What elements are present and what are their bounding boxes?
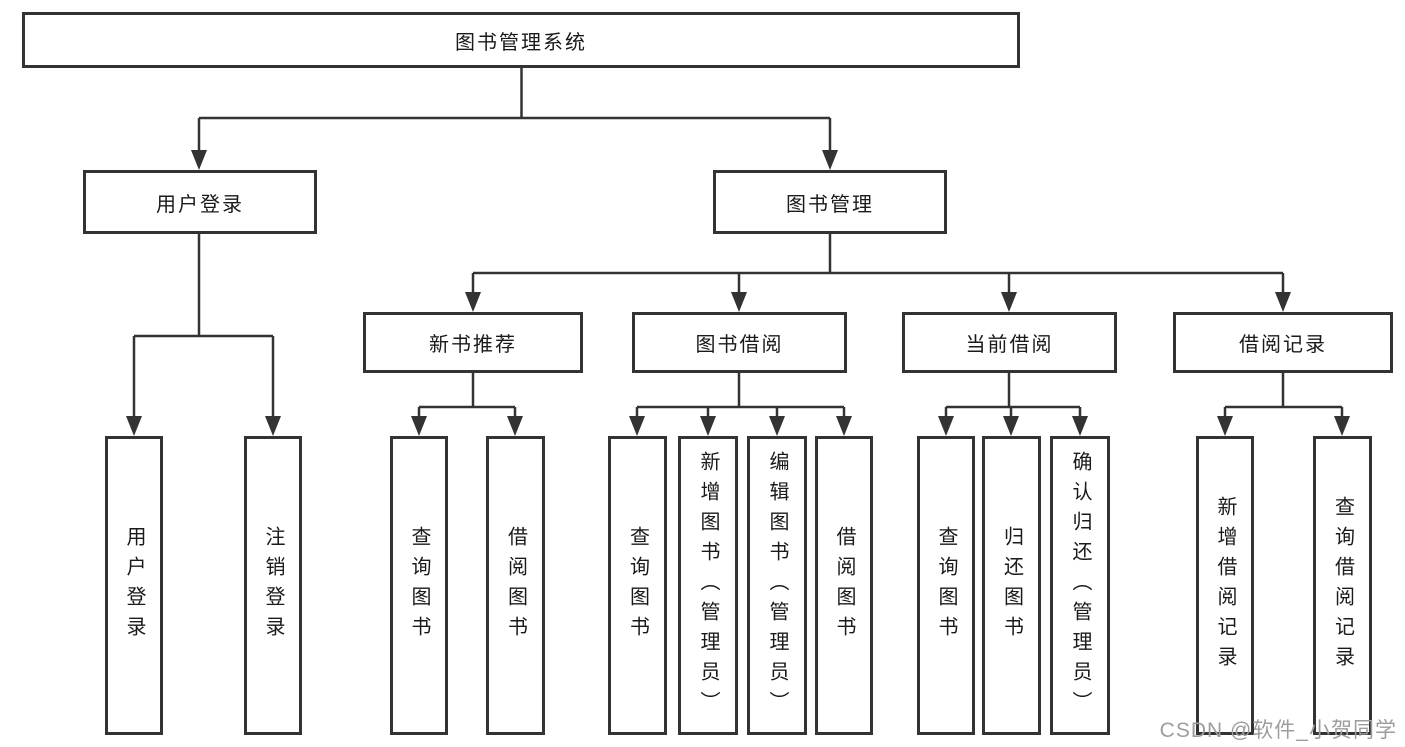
leaf-current-query: 查询图书 xyxy=(917,436,975,735)
leaf-borrow-query: 查询图书 xyxy=(608,436,667,735)
leaf-records-query: 查询借阅记录 xyxy=(1313,436,1372,735)
leaf-newbook-borrow: 借阅图书 xyxy=(486,436,545,735)
leaf-borrow-book-label: 借阅图书 xyxy=(833,525,855,646)
leaf-user-login: 用户登录 xyxy=(105,436,163,735)
leaf-logout: 注销登录 xyxy=(244,436,302,735)
leaf-borrow-edit-admin: 编辑图书（管理员） xyxy=(747,436,807,735)
leaf-current-query-label: 查询图书 xyxy=(935,525,957,646)
leaf-newbook-query-label: 查询图书 xyxy=(408,525,430,646)
leaf-records-add: 新增借阅记录 xyxy=(1196,436,1254,735)
node-root-label: 图书管理系统 xyxy=(455,31,587,54)
leaf-borrow-add-admin-label: 新增图书（管理员） xyxy=(697,450,719,721)
leaf-user-login-label: 用户登录 xyxy=(123,525,145,646)
leaf-current-confirm-admin-label: 确认归还（管理员） xyxy=(1069,450,1091,721)
node-user-login-label: 用户登录 xyxy=(156,193,244,216)
leaf-records-add-label: 新增借阅记录 xyxy=(1214,495,1236,676)
leaf-newbook-query: 查询图书 xyxy=(390,436,448,735)
node-current-borrow: 当前借阅 xyxy=(902,312,1117,373)
leaf-logout-label: 注销登录 xyxy=(262,525,284,646)
node-borrow-records-label: 借阅记录 xyxy=(1239,334,1327,356)
node-book-management-label: 图书管理 xyxy=(786,193,874,216)
leaf-newbook-borrow-label: 借阅图书 xyxy=(504,525,527,646)
node-current-borrow-label: 当前借阅 xyxy=(965,334,1054,356)
node-book-borrow: 图书借阅 xyxy=(632,312,847,373)
leaf-current-return-label: 归还图书 xyxy=(1000,525,1023,646)
watermark: CSDN @软件_小贺同学 xyxy=(1159,719,1397,742)
node-book-management: 图书管理 xyxy=(713,170,947,234)
node-borrow-records: 借阅记录 xyxy=(1173,312,1393,373)
leaf-borrow-query-label: 查询图书 xyxy=(626,525,649,646)
node-root-system: 图书管理系统 xyxy=(22,12,1020,68)
leaf-current-confirm-admin: 确认归还（管理员） xyxy=(1050,436,1110,735)
node-book-borrow-label: 图书借阅 xyxy=(695,334,784,356)
node-user-login: 用户登录 xyxy=(83,170,317,234)
leaf-borrow-book: 借阅图书 xyxy=(815,436,873,735)
leaf-borrow-edit-admin-label: 编辑图书（管理员） xyxy=(766,450,788,721)
leaf-current-return: 归还图书 xyxy=(982,436,1041,735)
node-new-book-recommend: 新书推荐 xyxy=(363,312,583,373)
node-new-book-recommend-label: 新书推荐 xyxy=(429,334,517,356)
leaf-records-query-label: 查询借阅记录 xyxy=(1331,495,1354,676)
leaf-borrow-add-admin: 新增图书（管理员） xyxy=(678,436,738,735)
